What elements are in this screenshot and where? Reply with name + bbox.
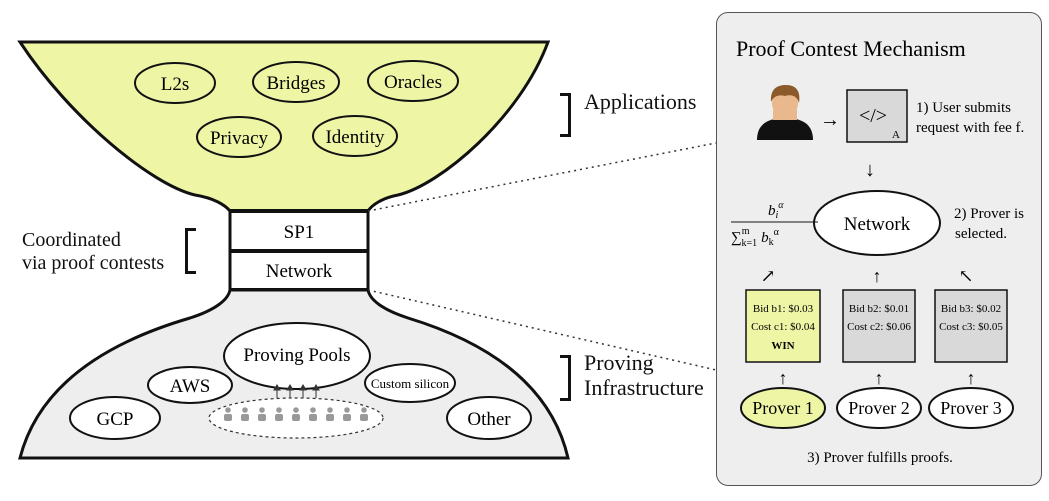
arrow-down: ↓ bbox=[865, 159, 875, 181]
oracles-bubble bbox=[367, 60, 459, 102]
sp1-label: SP1 bbox=[284, 222, 315, 243]
prover3-node bbox=[928, 387, 1014, 429]
proving-pools-label: Proving Pools bbox=[243, 345, 350, 366]
aws-bubble bbox=[147, 366, 233, 404]
prover1-node bbox=[740, 387, 826, 429]
bid-box-prover2 bbox=[842, 289, 916, 363]
prover1-label: Prover 1 bbox=[752, 398, 814, 418]
step3-label: 3) Prover fulfills proofs. bbox=[807, 450, 953, 466]
code-request-box bbox=[846, 89, 908, 143]
applications-bracket bbox=[560, 93, 571, 137]
l2s-bubble bbox=[134, 62, 216, 104]
bid-prover3: Bid b3: $0.02 bbox=[941, 303, 1001, 315]
prover3-label: Prover 3 bbox=[940, 398, 1002, 418]
identity-label: Identity bbox=[325, 127, 385, 148]
step2-line1: 2) Prover is bbox=[954, 206, 1024, 222]
prover2-label: Prover 2 bbox=[848, 398, 910, 418]
bid-box-prover1 bbox=[745, 289, 821, 363]
infrastructure-label-line2: Infrastructure bbox=[584, 375, 704, 400]
svg-text:biα: biα bbox=[768, 200, 784, 221]
code-icon: </> bbox=[859, 105, 887, 127]
identity-bubble bbox=[312, 115, 398, 157]
aws-label: AWS bbox=[170, 376, 211, 397]
privacy-label: Privacy bbox=[210, 128, 269, 149]
cost-prover1: Cost c1: $0.04 bbox=[751, 321, 815, 333]
arrow-p3: ↖ bbox=[958, 266, 973, 286]
prover2-node bbox=[836, 387, 922, 429]
pool-arrows bbox=[273, 384, 320, 398]
infrastructure-bracket bbox=[560, 355, 571, 401]
cost-prover2: Cost c2: $0.06 bbox=[847, 321, 911, 333]
arrow-right: → bbox=[820, 109, 840, 131]
bid-box-prover3 bbox=[934, 289, 1008, 363]
step1-line2: request with fee f. bbox=[916, 120, 1024, 136]
proving-pools-bubble bbox=[223, 322, 371, 390]
oracles-label: Oracles bbox=[384, 72, 442, 93]
arrow-p2: ↑ bbox=[873, 266, 882, 286]
other-bubble bbox=[446, 396, 532, 440]
gcp-label: GCP bbox=[97, 409, 134, 430]
gcp-bubble bbox=[69, 396, 161, 440]
coordinated-line2: via proof contests bbox=[22, 252, 165, 274]
step2-line2: selected. bbox=[955, 226, 1007, 242]
infrastructure-label-line1: Proving bbox=[584, 350, 654, 375]
arrow-up-p2: ↑ bbox=[875, 368, 884, 388]
code-subscript: A bbox=[892, 129, 900, 141]
l2s-label: L2s bbox=[161, 74, 190, 95]
connector-top bbox=[367, 142, 717, 212]
other-label: Other bbox=[467, 409, 511, 430]
bid-prover1: Bid b1: $0.03 bbox=[753, 303, 814, 315]
coordinated-line1: Coordinated bbox=[22, 229, 121, 251]
bridges-label: Bridges bbox=[266, 73, 325, 94]
people-icons bbox=[224, 407, 368, 421]
network-layer-label: Network bbox=[266, 261, 333, 282]
applications-label: Applications bbox=[584, 89, 697, 114]
win-label: WIN bbox=[771, 340, 794, 352]
cost-prover3: Cost c3: $0.05 bbox=[939, 321, 1003, 333]
network-node bbox=[813, 190, 941, 256]
bid-prover2: Bid b2: $0.01 bbox=[849, 303, 909, 315]
arrow-p1: ↗ bbox=[760, 266, 775, 286]
step1-line1: 1) User submits bbox=[916, 100, 1011, 116]
bridges-bubble bbox=[252, 61, 340, 103]
custom-silicon-bubble bbox=[364, 363, 456, 403]
arrow-up-p1: ↑ bbox=[779, 368, 788, 388]
privacy-bubble bbox=[196, 116, 282, 158]
mechanism-title: Proof Contest Mechanism bbox=[736, 36, 966, 61]
user-avatar-icon bbox=[757, 85, 813, 140]
arrow-up-p3: ↑ bbox=[967, 368, 976, 388]
custom-silicon-label: Custom silicon bbox=[371, 376, 450, 391]
network-node-label: Network bbox=[844, 214, 911, 235]
coordinated-bracket bbox=[185, 228, 196, 274]
